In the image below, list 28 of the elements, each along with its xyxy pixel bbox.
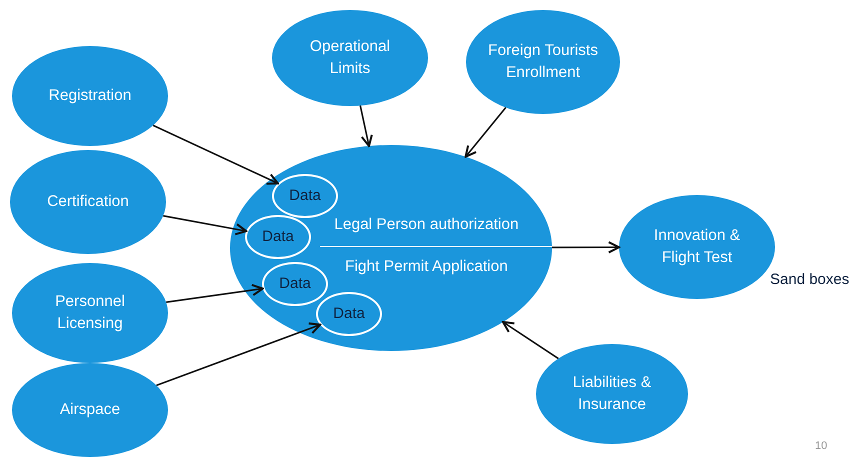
node-label: Innovation & Flight Test (652, 226, 742, 268)
node-label: Foreign Tourists Enrollment (488, 40, 598, 83)
ellipse-node (272, 174, 338, 218)
node-label: Certification (47, 192, 129, 212)
node-label: Registration (48, 86, 132, 106)
arrow (502, 320, 559, 360)
arrow (163, 215, 248, 236)
ellipse-node (316, 292, 382, 336)
ellipse-node (262, 262, 328, 306)
arrow (359, 105, 373, 147)
side-label: Sand boxes (770, 271, 850, 288)
node-label: Liabilities & Insurance (572, 372, 652, 415)
page-number: 10 (815, 440, 828, 452)
node-label: Legal Person authorization (334, 216, 519, 234)
node-label: Data (279, 274, 311, 294)
node-label: Data (262, 227, 294, 248)
arrow (166, 284, 264, 304)
node-label: Personnel Licensing (54, 292, 126, 334)
arrow (156, 322, 322, 386)
arrow (152, 124, 279, 185)
ellipse-node (245, 215, 311, 259)
arrow (552, 241, 620, 254)
node-label: Data (289, 186, 321, 206)
arrow (464, 107, 506, 158)
node-label: Data (333, 304, 365, 324)
node-label: Operational Limits (308, 36, 392, 79)
node-label: Airspace (60, 400, 120, 420)
node-label: Fight Permit Application (345, 258, 508, 276)
